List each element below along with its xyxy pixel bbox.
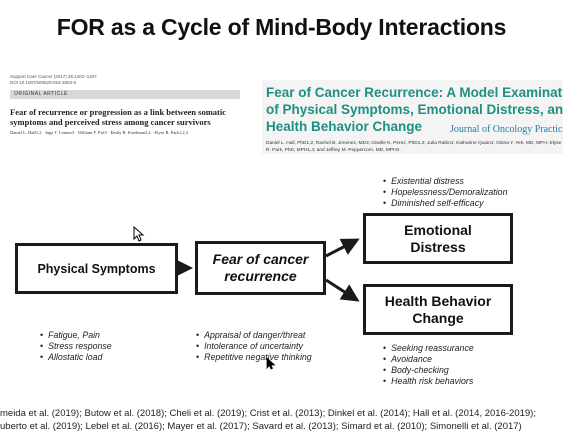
paper-left-journal-line1: Support Care Cancer (2017) 25:1401–1407 (10, 74, 97, 79)
list-item: Appraisal of danger/threat (196, 330, 312, 341)
fear-label-line2: recurrence (224, 268, 297, 284)
list-item: Intolerance of uncertainty (196, 341, 312, 352)
physical-symptoms-bullets: Fatigue, Pain Stress response Allostatic… (40, 330, 112, 363)
fear-label-line1: Fear of cancer (212, 251, 309, 267)
emotional-distress-bullets: Existential distress Hopelessness/Demora… (383, 176, 507, 209)
physical-symptoms-box: Physical Symptoms (15, 243, 178, 294)
arrow-fear-to-emotional (325, 238, 360, 258)
citations-line1: meida et al. (2019); Butow et al. (2018)… (0, 408, 536, 419)
list-item: Stress response (40, 341, 112, 352)
paper-left-authors: Daniel L. Hall1,2 · Inga T. Lennes3 · Wi… (10, 130, 189, 135)
paper-left-journal: Support Care Cancer (2017) 25:1401–1407 … (10, 74, 240, 86)
list-item: Repetitive negative thinking (196, 352, 312, 363)
paper-right-title-line1: Fear of Cancer Recurrence: A Model Exami… (266, 85, 563, 100)
fear-of-recurrence-bullets: Appraisal of danger/threat Intolerance o… (196, 330, 312, 363)
list-item: Body-checking (383, 365, 474, 376)
citations: meida et al. (2019); Butow et al. (2018)… (0, 407, 563, 433)
emotional-label-line2: Distress (410, 238, 466, 255)
emotional-distress-box: Emotional Distress (363, 213, 513, 264)
paper-left-title: Fear of recurrence or progression as a l… (10, 107, 227, 127)
paper-right-title-line3: Health Behavior Change (266, 119, 423, 134)
paper-right-authors: Daniel L. Hall, PhD1,2; Rachel B. Jimene… (266, 141, 562, 153)
health-label-line2: Change (412, 309, 464, 326)
list-item: Allostatic load (40, 352, 112, 363)
paper-left-section-label: ORIGINAL ARTICLE (10, 90, 240, 99)
health-label-line1: Health Behavior (384, 292, 492, 309)
mouse-pointer-icon-small (266, 357, 276, 370)
paper-right-header-background (262, 80, 563, 154)
list-item: Existential distress (383, 176, 507, 187)
list-item: Health risk behaviors (383, 376, 474, 387)
list-item: Hopelessness/Demoralization (383, 187, 507, 198)
physical-symptoms-label: Physical Symptoms (37, 261, 156, 276)
list-item: Seeking reassurance (383, 343, 474, 354)
fear-of-recurrence-box: Fear of cancer recurrence (195, 241, 326, 295)
slide-title: FOR as a Cycle of Mind-Body Interactions (56, 14, 507, 40)
paper-right-title: Fear of Cancer Recurrence: A Model Exami… (266, 84, 563, 135)
list-item: Fatigue, Pain (40, 330, 112, 341)
health-behavior-change-box: Health Behavior Change (363, 284, 513, 335)
mouse-pointer-icon (133, 226, 145, 242)
list-item: Diminished self-efficacy (383, 198, 507, 209)
emotional-label-line1: Emotional (404, 221, 472, 238)
health-behavior-bullets: Seeking reassurance Avoidance Body-check… (383, 343, 474, 387)
paper-right-journal-name: Journal of Oncology Practice (450, 124, 563, 135)
arrow-fear-to-health (325, 278, 360, 302)
paper-left-journal-line2: DOI 10.1007/s00520-016-3553-5 (10, 80, 77, 85)
paper-right-title-line2: of Physical Symptoms, Emotional Distress… (266, 102, 563, 117)
citations-line2: uberto et al. (2019); Lebel et al. (2016… (0, 421, 522, 432)
list-item: Avoidance (383, 354, 474, 365)
